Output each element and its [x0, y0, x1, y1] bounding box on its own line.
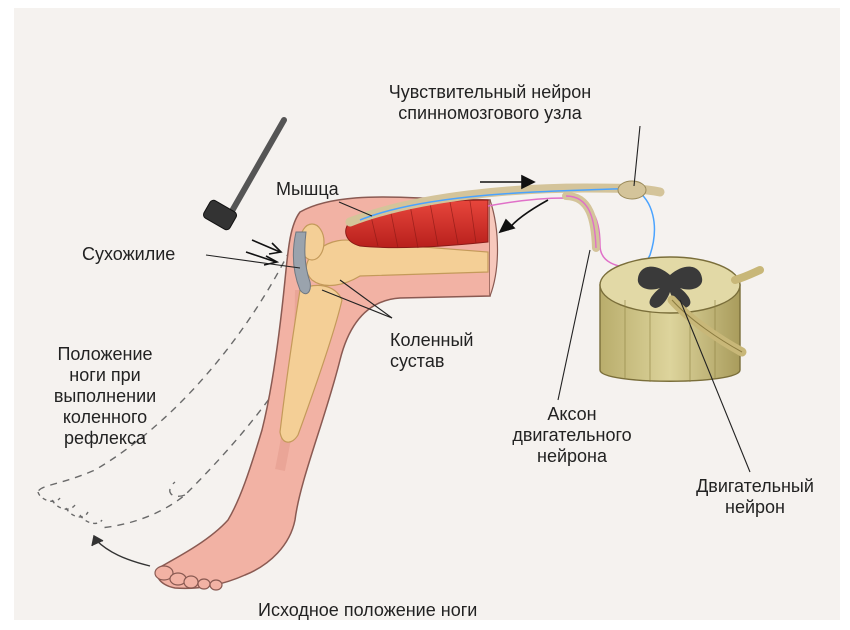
initial-position-label: Исходное положение ноги — [258, 600, 477, 621]
motor-nerve-fiber — [488, 198, 640, 268]
reflex-position-label: Положение ноги при выполнении коленного … — [30, 344, 180, 449]
foot-motion-arrow-icon — [92, 536, 150, 566]
reflex-hammer-icon — [202, 120, 284, 231]
motor-axon-label: Аксон двигательного нейрона — [492, 404, 652, 467]
leg — [155, 197, 498, 590]
muscle-label: Мышца — [276, 179, 339, 200]
knee-joint-label: Коленный сустав — [390, 330, 474, 372]
spinal-ganglion — [618, 181, 646, 199]
tendon-label: Сухожилие — [82, 244, 175, 265]
motor-neuron-label: Двигательный нейрон — [670, 476, 840, 518]
spinal-cord-segment — [600, 257, 760, 382]
sensory-neuron-label: Чувствительный нейрон спинномозгового уз… — [336, 82, 644, 124]
reflex-foot-toes — [38, 492, 102, 523]
